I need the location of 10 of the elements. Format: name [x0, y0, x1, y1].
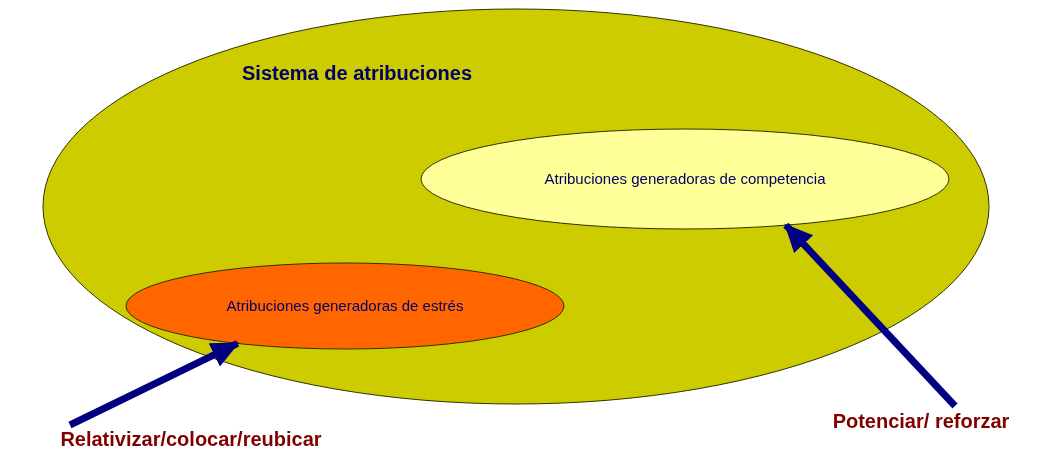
ellipse-region — [42, 8, 990, 405]
region-label: Atribuciones generadoras de estrés — [226, 295, 464, 316]
caption-text: Relativizar/colocar/reubicar — [60, 427, 322, 452]
ellipse-region — [125, 262, 565, 350]
region-title: Sistema de atribuciones — [242, 61, 473, 86]
arrow — [68, 340, 240, 429]
caption-text: Potenciar/ reforzar — [832, 409, 1010, 434]
arrow — [783, 222, 958, 409]
region-label: Atribuciones generadoras de competencia — [544, 168, 826, 189]
ellipse-region — [420, 128, 950, 230]
